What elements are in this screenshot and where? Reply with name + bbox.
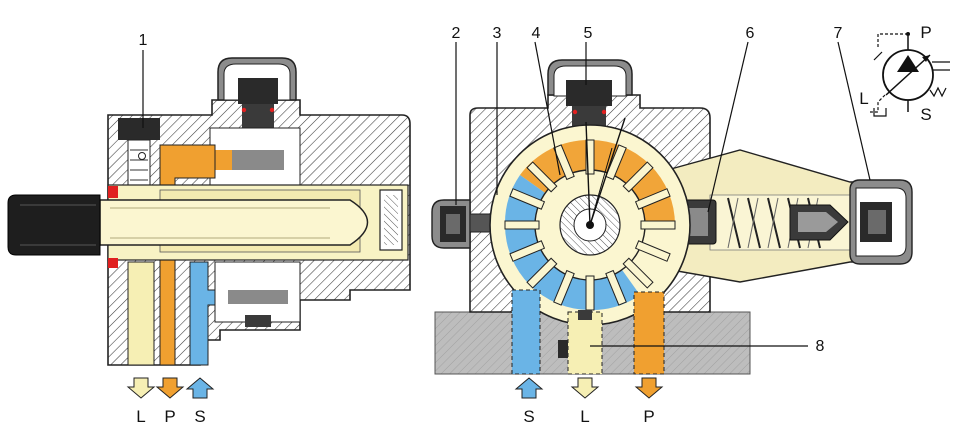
port-label-l-left: L [136,407,145,426]
symbol-label-s: S [920,105,931,124]
left-section-view [7,57,411,366]
callout-3: 3 [493,25,502,42]
port-label-s-right: S [523,407,534,426]
port-label-s-left: S [194,407,205,426]
port-arrow-l-left [126,377,156,399]
callout-6: 6 [746,25,755,42]
port-arrow-p-right [634,377,664,399]
callout-1: 1 [139,32,148,49]
callout-7: 7 [834,25,843,42]
port-arrow-l-right [570,377,600,399]
left-port-arrows [126,377,215,399]
symbol-label-p: P [920,23,931,42]
pressure-spring [727,197,821,249]
symbol-label-l: L [859,89,868,108]
port-label-p-right: P [643,407,654,426]
right-section-view [431,59,913,375]
port-arrow-s-left [185,377,215,399]
pump-symbol [870,32,950,117]
callout-4: 4 [532,25,541,42]
port-label-p-left: P [164,407,175,426]
right-port-arrows [514,377,664,399]
callout-lines [455,41,871,347]
drive-coupling [7,194,101,256]
drive-shaft [99,199,369,246]
port-arrow-p-left [155,377,185,399]
callout-5: 5 [584,25,593,42]
port-arrow-s-right [514,377,544,399]
vanes [504,139,676,311]
callout-8: 8 [816,338,825,355]
port-label-l-right: L [580,407,589,426]
callout-2: 2 [452,25,461,42]
